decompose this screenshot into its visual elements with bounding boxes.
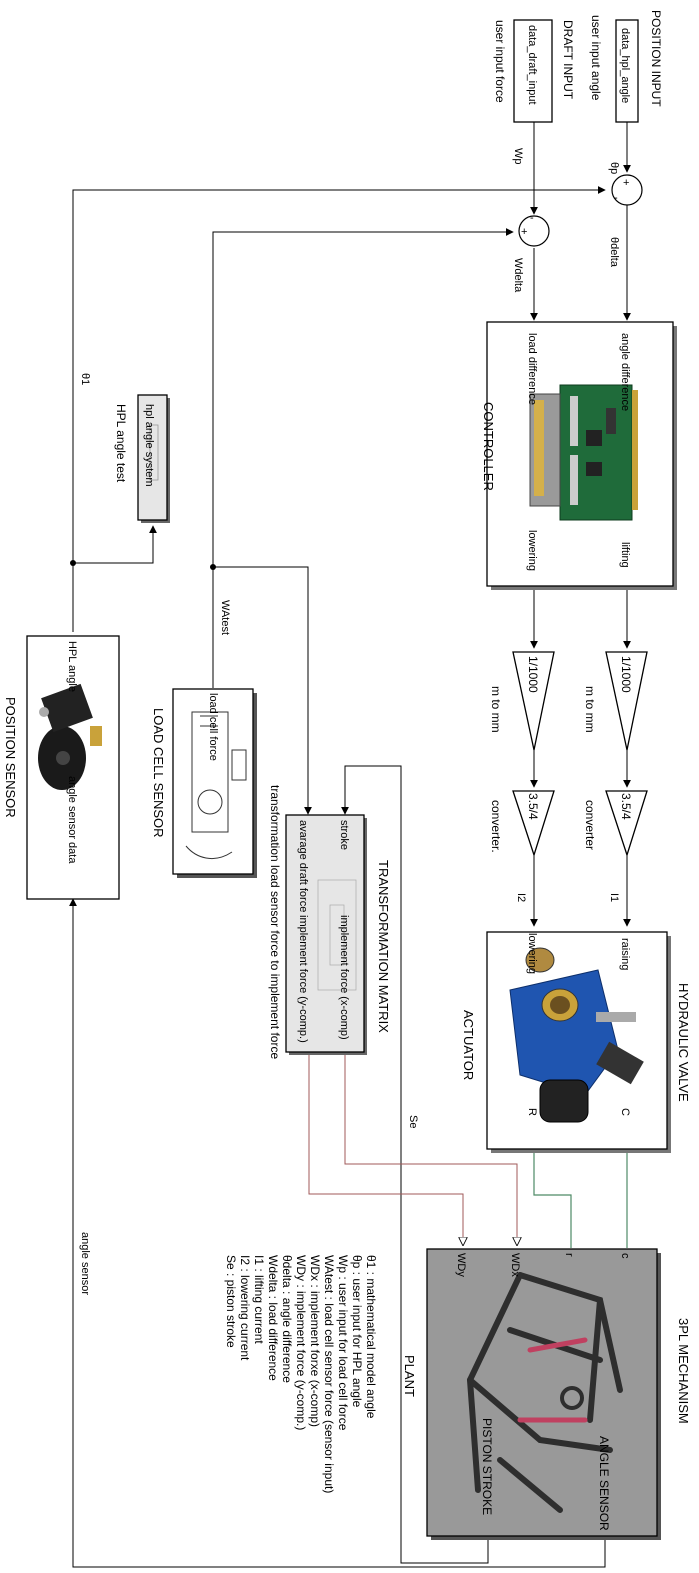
controller-title: CONTROLLER [481, 402, 496, 491]
wire-wdy[interactable] [309, 1055, 463, 1245]
angle-sensor-wire-label: angle sensor [79, 1232, 91, 1295]
watest-label: WAtest [219, 600, 231, 635]
transformation-title: TRANSFORMATION MATRIX [376, 860, 391, 1033]
user-input-force-caption: user input force [493, 20, 507, 103]
data-draft-input-label: data_draft_input [526, 25, 538, 105]
plant-block[interactable]: 3PL MECHANISM c r WDx WDy ANGLE SENSOR P… [402, 1249, 691, 1540]
draft-input: DRAFT INPUT data_draft_input user input … [493, 20, 575, 122]
plant-port-wdy: WDy [455, 1253, 467, 1277]
transformation-in-force: avarage draft force [297, 820, 309, 912]
user-input-angle-caption: user input angle [589, 15, 603, 101]
converter-lower[interactable]: 3.5/4 converter. [489, 791, 554, 855]
actuator-caption: ACTUATOR [461, 1010, 476, 1080]
position-sensor-title: POSITION SENSOR [3, 697, 18, 818]
plant-port-c: c [619, 1253, 631, 1259]
gain-lower[interactable]: 1/1000 m to mm [489, 652, 554, 750]
transformation-matrix-block[interactable]: TRANSFORMATION MATRIX stroke avarage dra… [268, 785, 391, 1059]
wire-r[interactable] [534, 1152, 571, 1248]
controller-out-lowering: lowering [526, 530, 538, 571]
legend: θ1 : mathematical model angle θp : user … [224, 1255, 378, 1493]
plant-port-r: r [563, 1253, 575, 1257]
hpl-angle-test-block[interactable]: hpl angle system HPL angle test [114, 395, 170, 523]
controller-in-load: load difference [526, 333, 538, 405]
converter-upper-value: 3.5/4 [619, 793, 633, 820]
load-cell-out-label: load cell force [207, 693, 219, 761]
legend-item: θ1 : mathematical model angle [364, 1255, 378, 1419]
angle-sum-plus: + [623, 177, 629, 189]
plant-port-wdx: WDx [509, 1253, 521, 1277]
gain-upper[interactable]: 1/1000 m to mm [583, 652, 647, 750]
converter-lower-caption: converter. [489, 800, 503, 853]
actuator-block[interactable]: HYDRAULIC VALVE raising lowering C R ACT… [461, 932, 691, 1153]
plant-out-stroke: PISTON STROKE [480, 1418, 494, 1515]
wire-watest-feedback[interactable] [213, 232, 513, 688]
transformation-out-y: implement force (y-comp.) [297, 915, 309, 1043]
force-sum-minus: - [530, 212, 534, 224]
gain-lower-caption: m to mm [489, 686, 503, 733]
i2-label: I2 [515, 893, 527, 902]
wp-label: Wp [512, 148, 524, 165]
controller-in-angle: angle difference [619, 333, 631, 411]
actuator-in-lowering: lowering [526, 933, 538, 974]
legend-item: I2 : lowering current [238, 1255, 252, 1361]
actuator-out-r: R [526, 1108, 538, 1116]
legend-item: Wdelta : load difference [266, 1255, 280, 1381]
plant-caption: PLANT [402, 1355, 417, 1397]
gain-upper-value: 1/1000 [619, 656, 633, 693]
position-sensor-block[interactable]: HPL angle angle sensor data POSITION SEN… [3, 636, 119, 899]
wire-to-hpl-test[interactable] [73, 526, 153, 563]
transformation-in-stroke: stroke [338, 820, 350, 850]
legend-item: WAtest : load cell sensor force (sensor … [322, 1255, 336, 1493]
wire-junction [70, 560, 76, 566]
position-sensor-out-label: HPL angle [66, 641, 78, 692]
angle-sum-minus: - [614, 192, 618, 204]
legend-item: Se : piston stroke [224, 1255, 238, 1348]
position-input: POSITION INPUT data_hpl_angle user input… [589, 10, 663, 122]
converter-upper[interactable]: 3.5/4 converter [583, 791, 647, 855]
controller-block[interactable]: CONTROLLER angle difference load differe… [481, 322, 677, 590]
converter-upper-caption: converter [583, 800, 597, 850]
gain-lower-value: 1/1000 [526, 656, 540, 693]
controller-out-lifting: lifting [619, 542, 631, 568]
position-input-title: POSITION INPUT [649, 10, 663, 107]
theta-p-label: θp [608, 162, 620, 174]
wdelta-label: Wdelta [512, 258, 524, 293]
actuator-in-raising: raising [619, 938, 631, 970]
position-sensor-in-label: angle sensor data [66, 776, 78, 864]
hpl-angle-test-caption: HPL angle test [114, 404, 128, 483]
legend-item: θp : user input for HPL angle [350, 1255, 364, 1408]
draft-input-title: DRAFT INPUT [561, 20, 575, 100]
se-label: Se [407, 1115, 419, 1128]
theta-1-label: θ1 [79, 373, 91, 385]
i1-label: I1 [608, 893, 620, 902]
load-cell-sensor-block[interactable]: load cell force LOAD CELL SENSOR [151, 689, 257, 878]
legend-item: Wp : user input for load cell force [336, 1255, 350, 1431]
force-sum-plus: + [521, 226, 527, 238]
hydraulic-valve-title: HYDRAULIC VALVE [676, 983, 691, 1102]
actuator-out-c: C [619, 1108, 631, 1116]
gain-upper-caption: m to mm [583, 686, 597, 733]
legend-item: I1 : lifting current [252, 1255, 266, 1344]
legend-item: WDy : implement force (y-comp.) [294, 1255, 308, 1430]
converter-lower-value: 3.5/4 [526, 793, 540, 820]
data-hpl-angle-label: data_hpl_angle [619, 28, 631, 103]
wire-junction [210, 564, 216, 570]
theta-delta-label: θdelta [608, 237, 620, 268]
load-cell-title: LOAD CELL SENSOR [151, 708, 166, 838]
force-sum-block[interactable]: + - [519, 212, 549, 246]
angle-sum-block[interactable]: + - [612, 175, 642, 205]
legend-item: θdelta : angle difference [280, 1255, 294, 1383]
legend-item: WDx : implement forxe (x-comp) [308, 1255, 322, 1427]
plant-title: 3PL MECHANISM [676, 1318, 691, 1424]
transformation-caption: transformation load sensor force to impl… [268, 785, 282, 1059]
transformation-out-x: implement force (x-comp) [338, 915, 350, 1040]
plant-out-angle: ANGLE SENSOR [597, 1436, 611, 1531]
hpl-angle-system-label: hpl angle system [143, 404, 155, 487]
